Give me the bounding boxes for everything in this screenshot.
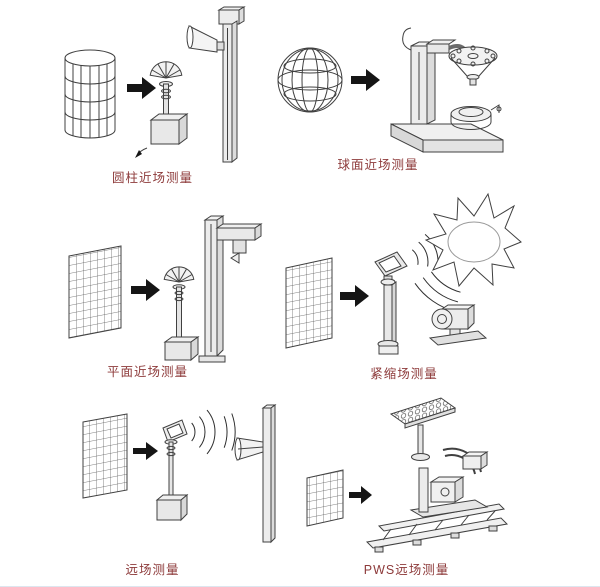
planar-nearfield-illustration [68, 215, 263, 363]
mesh-panel [82, 413, 128, 499]
antenna-base [163, 336, 200, 362]
cable [402, 27, 412, 51]
probe-horn-antenna [186, 25, 225, 53]
panel-planar-nearfield: 平面近场测量 [55, 196, 280, 380]
tx-horn-antenna [155, 419, 189, 522]
cylinder-wireframe [64, 49, 116, 139]
fan-antenna [149, 61, 183, 121]
caption-compact: 紧缩场测量 [370, 367, 438, 381]
gantry-scanner [198, 215, 263, 363]
panel-pws-far-field: PWS远场测量 [295, 392, 530, 578]
hex-array-panel [389, 397, 457, 461]
panel-spherical-nearfield: 球面近场测量 [275, 2, 525, 173]
positioner-machine [409, 447, 489, 518]
caption-spherical: 球面近场测量 [337, 158, 419, 172]
feed-antenna [374, 251, 408, 355]
wave-arcs-rx [223, 413, 236, 451]
flow-arrow-icon [127, 77, 156, 99]
azimuth-positioner-base [135, 113, 189, 158]
wave-arcs-tx [191, 409, 216, 455]
panel-compact-range: 紧缩场测量 [278, 192, 530, 382]
caption-planar: 平面近场测量 [106, 365, 188, 379]
cylindrical-nearfield-illustration [64, 6, 246, 164]
rx-horn-antenna [234, 437, 264, 461]
caption-cylindrical: 圆柱近场测量 [111, 171, 193, 185]
compact-range-illustration [285, 192, 522, 355]
mesh-panel [285, 257, 333, 349]
crank-handle [490, 104, 500, 113]
mesh-panel [68, 245, 122, 339]
flow-arrow-icon [349, 486, 372, 504]
flow-arrow-icon [131, 279, 160, 301]
device-under-test [428, 304, 488, 346]
rail-track [365, 503, 509, 553]
sphere-wireframe [277, 47, 343, 113]
spherical-nearfield-illustration [277, 27, 504, 153]
caption-farfield: 远场测量 [125, 563, 180, 577]
fan-antenna [163, 266, 195, 343]
far-field-illustration [82, 404, 277, 544]
flow-arrow-icon [351, 69, 380, 91]
probe-carriage [232, 239, 247, 254]
flow-arrow-icon [340, 285, 369, 307]
panel-cylindrical-nearfield: 圆柱近场测量 [35, 2, 270, 186]
caption-pws: PWS远场测量 [363, 563, 450, 577]
mesh-panel [306, 469, 344, 527]
probe-tip [230, 252, 240, 264]
pws-far-field-illustration [306, 397, 509, 553]
flow-arrow-icon [133, 442, 158, 460]
serrated-reflector [424, 192, 522, 288]
rotary-plate [448, 45, 498, 86]
roll-arm [425, 39, 469, 55]
panel-far-field: 远场测量 [75, 396, 290, 578]
rx-tower [261, 404, 277, 544]
scanner-tower [217, 6, 246, 164]
turntable [450, 104, 502, 130]
positioner-base-slab [390, 123, 504, 153]
